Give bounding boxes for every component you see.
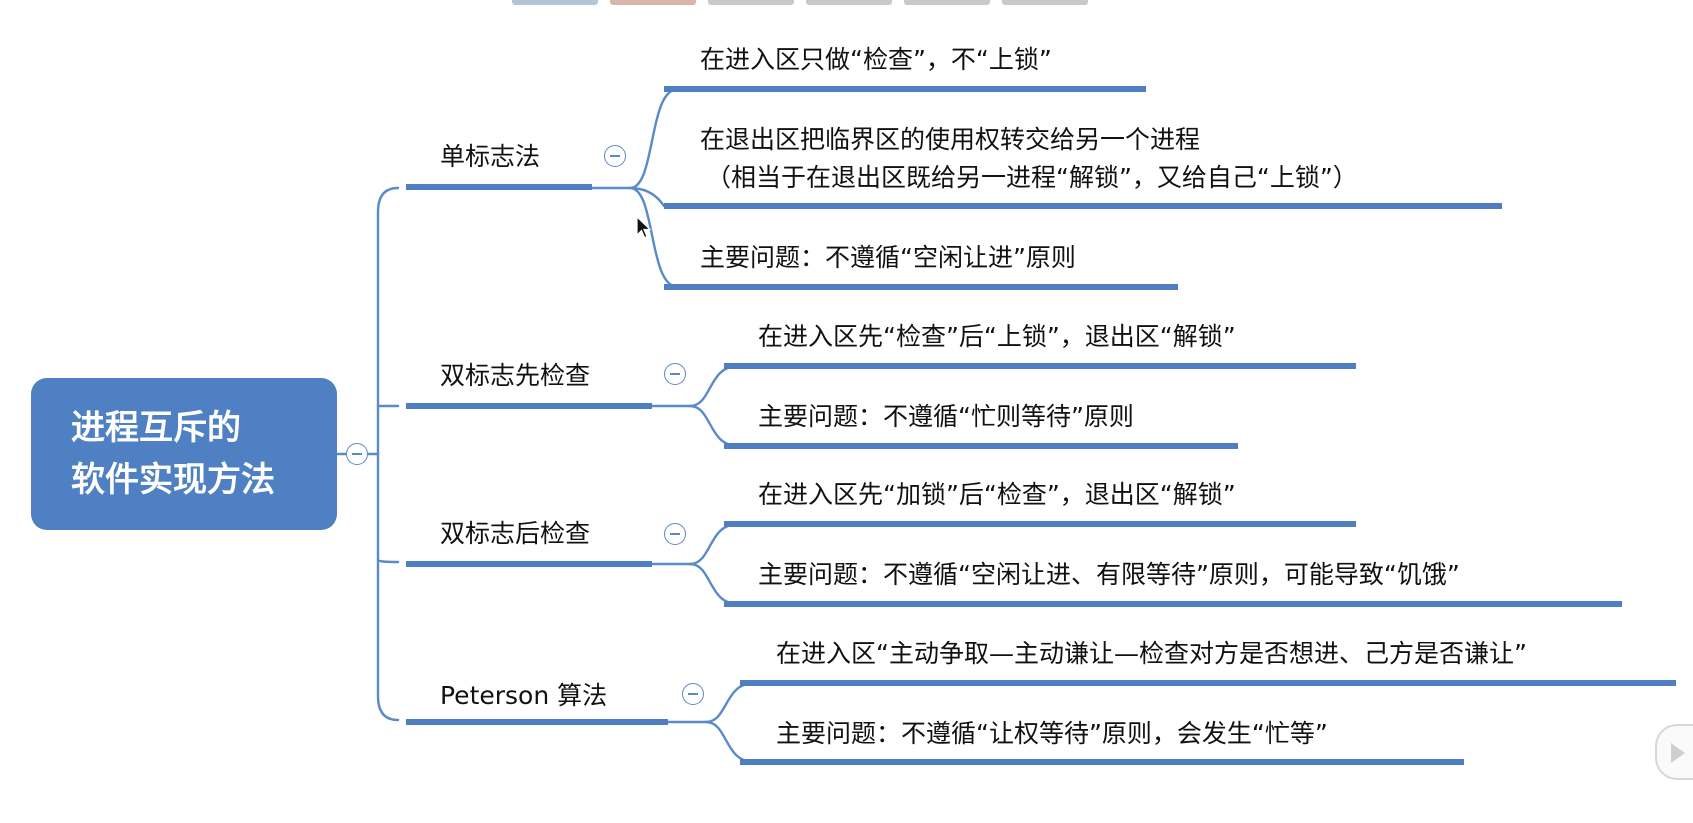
root-title-line1: 进程互斥的 xyxy=(71,408,241,448)
leaf-node[interactable]: 在进入区先“加锁”后“检查”，退出区“解锁” xyxy=(758,480,1236,509)
leaf-node[interactable]: 在退出区把临界区的使用权转交给另一个进程 xyxy=(700,125,1201,154)
leaf-node[interactable]: 在进入区只做“检查”，不“上锁” xyxy=(700,45,1052,74)
branch-label[interactable]: 双标志后检查 xyxy=(440,519,591,548)
branch-label[interactable]: 单标志法 xyxy=(440,142,541,171)
collapse-icon[interactable] xyxy=(664,363,686,385)
leaf-node[interactable]: 主要问题：不遵循“忙则等待”原则 xyxy=(758,402,1134,431)
collapse-icon[interactable] xyxy=(682,683,704,705)
top-strip xyxy=(708,0,794,5)
collapse-icon[interactable] xyxy=(346,443,368,465)
leaf-node-continuation: （相当于在退出区既给另一进程“解锁”，又给自己“上锁”） xyxy=(706,163,1358,192)
root-title-line2: 软件实现方法 xyxy=(71,460,275,500)
leaf-node[interactable]: 主要问题：不遵循“空闲让进、有限等待”原则，可能导致“饥饿” xyxy=(758,560,1460,589)
leaf-node[interactable]: 在进入区先“检查”后“上锁”，退出区“解锁” xyxy=(758,322,1236,351)
leaf-node[interactable]: 主要问题：不遵循“让权等待”原则，会发生“忙等” xyxy=(776,719,1328,748)
play-icon[interactable] xyxy=(1655,724,1693,780)
mouse-cursor-icon xyxy=(636,216,652,239)
top-strip xyxy=(904,0,990,5)
leaf-node[interactable]: 主要问题：不遵循“空闲让进”原则 xyxy=(700,243,1076,272)
branch-label[interactable]: Peterson 算法 xyxy=(440,681,608,710)
root-node[interactable]: 进程互斥的 软件实现方法 xyxy=(31,378,337,530)
collapse-icon[interactable] xyxy=(664,523,686,545)
top-strip xyxy=(1002,0,1088,5)
leaf-node[interactable]: 在进入区“主动争取—主动谦让—检查对方是否想进、己方是否谦让” xyxy=(776,639,1527,668)
top-strip xyxy=(512,0,598,5)
branch-label[interactable]: 双标志先检查 xyxy=(440,361,591,390)
top-strip xyxy=(610,0,696,5)
collapse-icon[interactable] xyxy=(604,145,626,167)
top-strip xyxy=(806,0,892,5)
